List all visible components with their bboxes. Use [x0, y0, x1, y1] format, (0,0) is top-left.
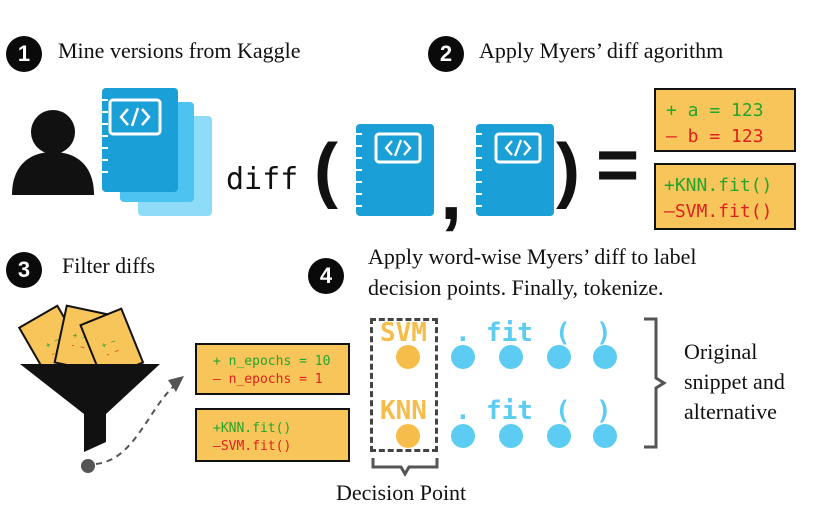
open-paren: ( — [314, 130, 338, 210]
step-2-number: 2 — [428, 36, 464, 72]
equals-sign: = — [596, 123, 640, 206]
decision-point-label: Decision Point — [336, 480, 467, 505]
added-line: + a = 123 — [666, 100, 764, 121]
notebook-icon — [470, 124, 554, 216]
diff-keyword: diff — [226, 162, 299, 197]
removed-line: –SVM.fit() — [664, 201, 773, 222]
step-1-title: Mine versions from Kaggle — [58, 38, 301, 63]
token-dot — [396, 345, 420, 369]
token-dot — [593, 345, 617, 369]
diff-result-box-2: +KNN.fit() –SVM.fit() — [654, 163, 796, 230]
step-4-title-line2: decision points. Finally, tokenize. — [368, 275, 664, 300]
token-dot — [499, 424, 523, 448]
user-icon — [12, 110, 94, 195]
token-dot — [547, 424, 571, 448]
funnel-icon — [20, 364, 160, 452]
token-alternative-2: fit — [486, 396, 533, 426]
diff-result-box-1: + a = 123 – b = 123 — [654, 88, 796, 152]
token-alternative-1: . — [455, 396, 471, 426]
step-2-title: Apply Myers’ diff agorithm — [479, 38, 724, 63]
token-dot — [547, 345, 571, 369]
removed-line: –SVM.fit() — [213, 439, 292, 454]
removed-line: – n_epochs = 1 — [213, 372, 323, 387]
token-original-4: ) — [596, 318, 612, 348]
step-4-title-line1: Apply word-wise Myers’ diff to label — [368, 244, 697, 269]
token-original-3: ( — [555, 318, 571, 348]
notebook-icon — [350, 124, 434, 216]
comma: , — [440, 147, 463, 236]
step-1-number: 1 — [6, 36, 42, 72]
step-3-title: Filter diffs — [62, 253, 156, 278]
removed-line: – b = 123 — [666, 126, 764, 147]
token-dot — [499, 345, 523, 369]
filter-result-box-1: + n_epochs = 10 – n_epochs = 1 — [195, 343, 350, 395]
svg-text:+ ~: + ~ — [72, 331, 88, 343]
step-4-number: 4 — [308, 258, 344, 294]
close-paren: ) — [556, 130, 580, 210]
decision-point-bracket — [371, 458, 439, 478]
token-alternative-0: KNN — [380, 396, 427, 426]
token-dot — [396, 424, 420, 448]
token-dot — [593, 424, 617, 448]
decision-point-box — [370, 318, 438, 452]
step-3-number: 3 — [6, 252, 42, 288]
token-original-2: fit — [486, 318, 533, 348]
step-3-illustration: + ~ - ~ + ~ - ~ + ~ - ~ — [17, 304, 184, 473]
notebook-icon — [97, 88, 212, 216]
funnel-output-dot — [81, 459, 95, 473]
added-line: +KNN.fit() — [213, 421, 292, 436]
bracket-label: Original snippet and alternative — [684, 339, 785, 424]
filter-result-box-2: +KNN.fit() –SVM.fit() — [195, 408, 350, 462]
token-dot — [451, 345, 475, 369]
dashed-arrow-icon — [95, 385, 175, 465]
token-alternative-4: ) — [596, 396, 612, 426]
token-alternative-3: ( — [555, 396, 571, 426]
svg-text:- ~: - ~ — [70, 340, 86, 352]
snippet-bracket — [644, 317, 667, 449]
step-1-illustration — [12, 88, 212, 216]
token-original-0: SVM — [380, 318, 427, 348]
token-dot — [451, 424, 475, 448]
added-line: +KNN.fit() — [664, 175, 773, 196]
added-line: + n_epochs = 10 — [213, 354, 331, 369]
token-original-1: . — [455, 318, 471, 348]
paper-card-icon: + ~ - ~ + ~ - ~ + ~ - ~ — [17, 304, 145, 381]
diff-notebooks — [350, 124, 554, 216]
